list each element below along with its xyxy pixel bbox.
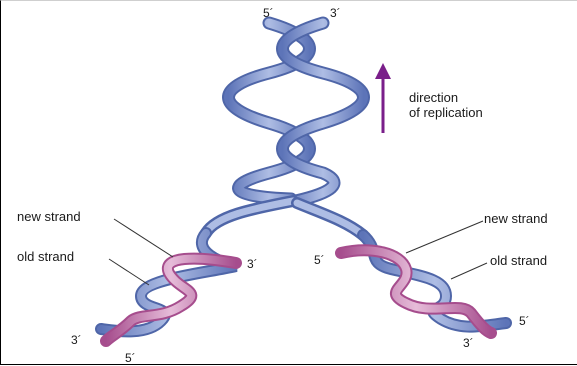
left-lower-three-prime-label: 3´ (71, 333, 82, 347)
right-upper-five-prime-label: 5´ (314, 253, 325, 267)
fork-junction (206, 201, 363, 235)
direction-label-line1: direction (409, 90, 458, 105)
left-old-strand-label: old strand (17, 249, 74, 264)
left-daughter-helix (101, 233, 236, 341)
right-lower-three-prime-label: 3´ (463, 336, 474, 350)
left-upper-three-prime-label: 3´ (247, 257, 258, 271)
direction-arrow (375, 63, 391, 133)
direction-label-line2: of replication (409, 105, 483, 120)
left-new-strand-label: new strand (17, 209, 81, 224)
left-lower-five-prime-label: 5´ (125, 351, 136, 365)
top-three-prime-label: 3´ (330, 6, 341, 20)
right-lower-five-prime-label: 5´ (519, 314, 530, 328)
right-daughter-helix (341, 235, 506, 333)
right-old-strand-label: old strand (490, 253, 547, 268)
parent-double-helix (229, 23, 364, 201)
right-new-strand-label: new strand (484, 211, 548, 226)
top-five-prime-label: 5´ (263, 6, 274, 20)
